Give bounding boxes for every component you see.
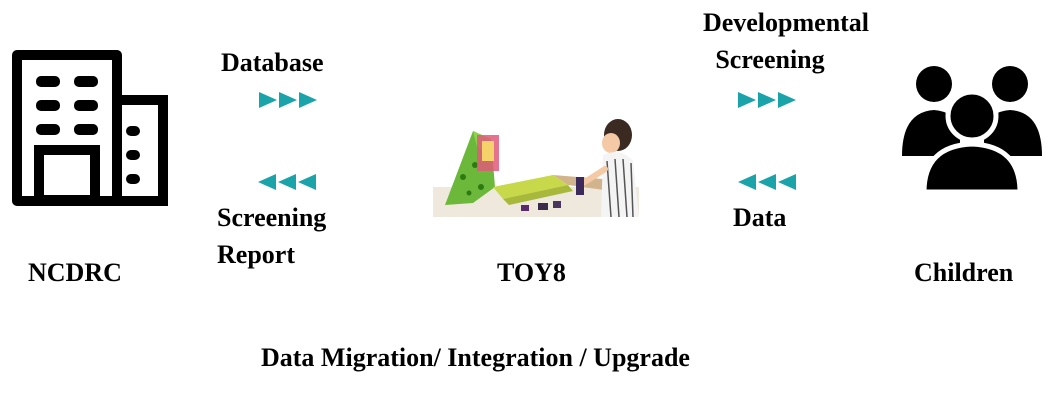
building-icon — [12, 50, 168, 206]
right-arrow-icon — [738, 90, 798, 110]
people-group-icon — [898, 56, 1046, 195]
data-label: Data — [733, 203, 787, 232]
right-arrow-icon — [259, 90, 319, 110]
developmental-screening-label-line1: Developmental — [702, 8, 870, 37]
toy8-photo — [433, 117, 639, 217]
diagram-caption: Data Migration/ Integration / Upgrade — [261, 343, 690, 372]
left-arrow-icon — [738, 172, 798, 192]
children-label: Children — [914, 258, 1014, 287]
screening-report-label-line2: Report — [217, 240, 295, 269]
toy8-label: TOY8 — [497, 258, 566, 287]
left-arrow-icon — [258, 172, 318, 192]
screening-report-label-line1: Screening — [217, 203, 327, 232]
developmental-screening-label-line2: Screening — [715, 45, 825, 74]
database-label: Database — [221, 48, 324, 77]
ncdrc-label: NCDRC — [28, 258, 122, 287]
